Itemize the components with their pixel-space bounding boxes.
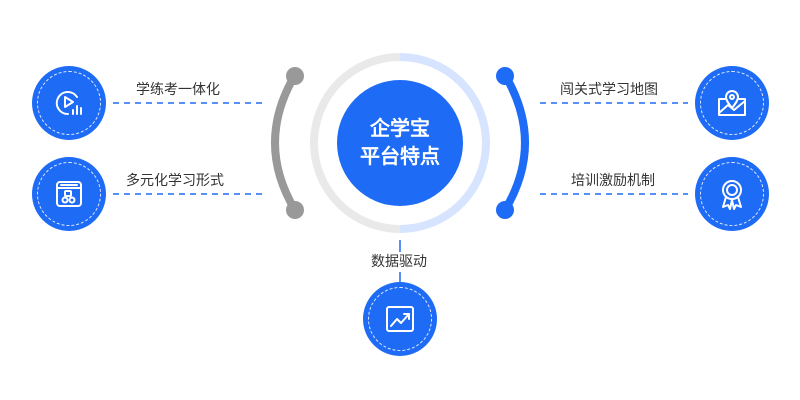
feature-label-left-bottom: 多元化学习形式	[126, 173, 224, 189]
left-bracket-top-dot	[286, 67, 304, 85]
trend-chart-icon	[386, 306, 414, 332]
left-bracket	[271, 71, 299, 214]
node-right-top	[695, 66, 769, 140]
right-bracket-top-dot	[496, 67, 514, 85]
center-title: 企学宝 平台特点	[346, 114, 454, 170]
node-left-bottom	[32, 157, 106, 231]
node-bottom	[363, 282, 437, 356]
center-circle	[337, 80, 463, 206]
center-title-line2: 平台特点	[360, 144, 440, 168]
node-left-top	[32, 66, 106, 140]
map-pin-icon	[718, 90, 746, 116]
outer-ring-right	[399, 53, 490, 233]
left-bracket-bottom-dot	[286, 201, 304, 219]
feature-label-bottom: 数据驱动	[371, 254, 427, 270]
center-title-line1: 企学宝	[370, 116, 430, 140]
award-medal-icon	[722, 180, 742, 210]
blocks-box-icon	[56, 181, 82, 207]
right-bracket-bottom-dot	[496, 201, 514, 219]
play-chart-icon	[55, 91, 82, 116]
right-bracket	[501, 71, 529, 214]
feature-label-right-bottom: 培训激励机制	[571, 173, 655, 189]
feature-label-right-top: 闯关式学习地图	[560, 82, 658, 98]
feature-label-left-top: 学练考一体化	[136, 82, 220, 98]
outer-ring-left	[310, 53, 401, 233]
node-right-bottom	[695, 157, 769, 231]
